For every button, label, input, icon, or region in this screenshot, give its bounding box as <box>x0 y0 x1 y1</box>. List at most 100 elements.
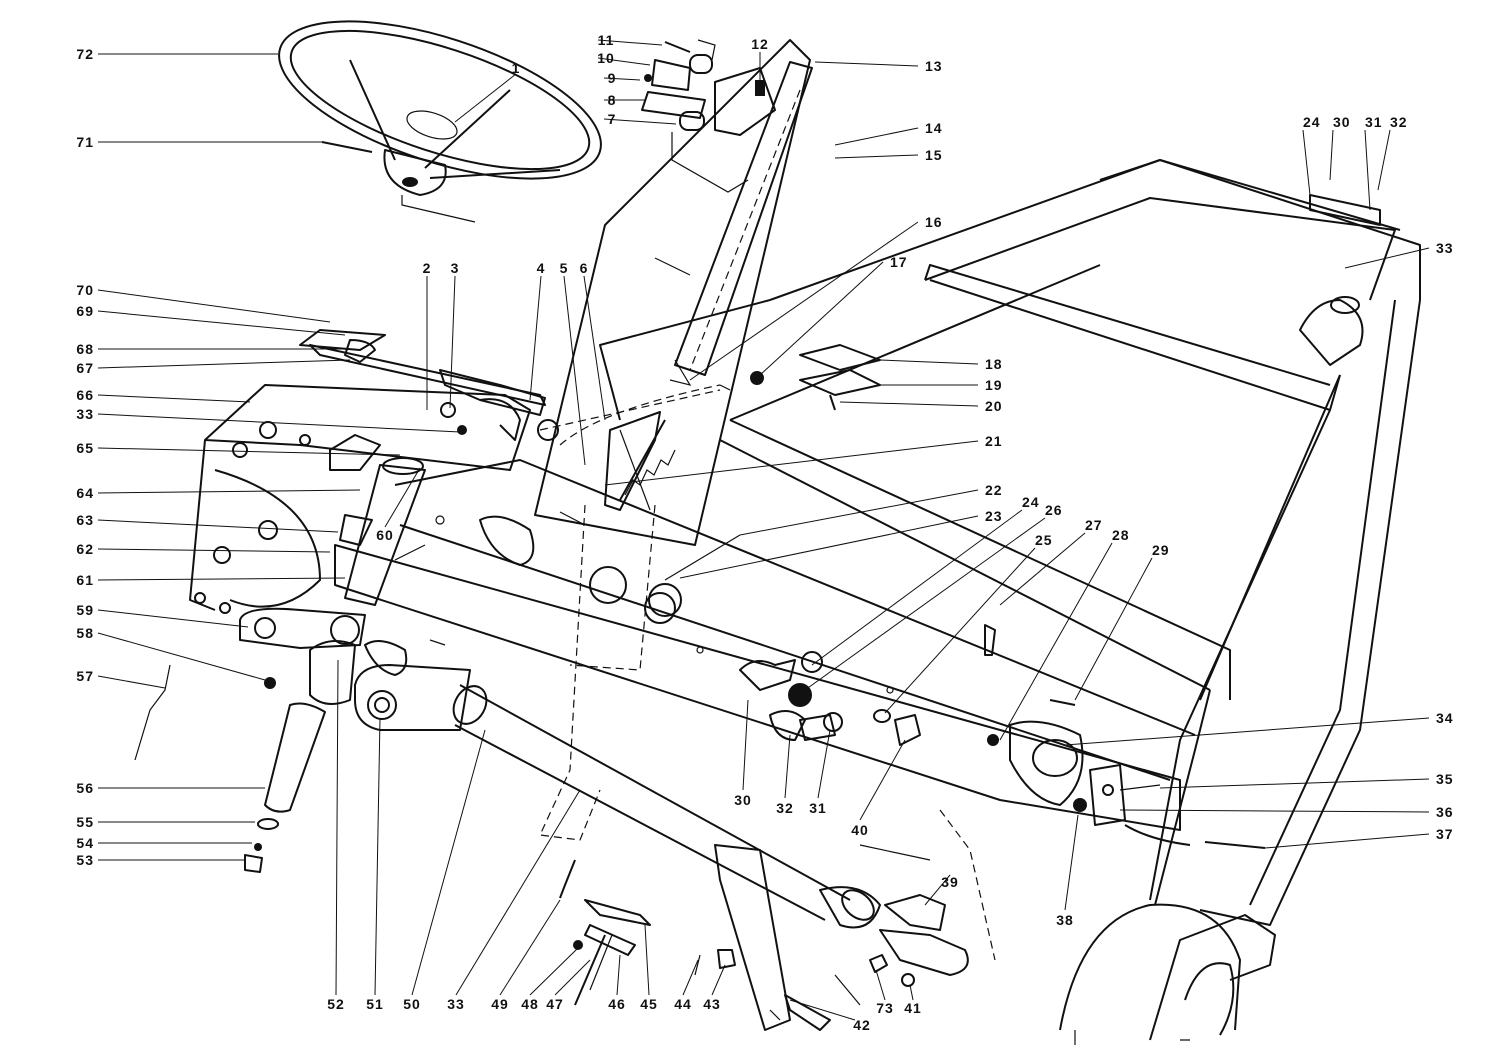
leader-line-58 <box>97 632 266 681</box>
callout-71: 71 <box>76 134 94 150</box>
callout-31: 31 <box>1365 114 1383 130</box>
callout-69: 69 <box>76 303 94 319</box>
leader-line <box>529 275 542 401</box>
callout-48: 48 <box>521 996 539 1012</box>
callout-58: 58 <box>76 625 94 641</box>
callout-22: 22 <box>985 482 1003 498</box>
callout-36: 36 <box>1436 804 1454 820</box>
callout-44: 44 <box>674 996 692 1012</box>
throttle-lever <box>750 344 881 411</box>
leader-line-65 <box>97 447 401 456</box>
leader-line <box>1344 247 1430 269</box>
callout-30: 30 <box>734 792 752 808</box>
leader-line <box>616 954 621 996</box>
callout-4: 4 <box>537 260 546 276</box>
leader-line <box>454 73 517 123</box>
leader-line <box>859 739 906 821</box>
leader-line <box>583 275 606 421</box>
leader-line <box>335 659 339 996</box>
callout-19: 19 <box>985 377 1003 393</box>
callout-59: 59 <box>76 602 94 618</box>
callout-32: 32 <box>1390 114 1408 130</box>
spindle-post <box>339 457 426 606</box>
callout-68: 68 <box>76 341 94 357</box>
callout-17: 17 <box>890 254 908 270</box>
leader-line <box>603 77 641 81</box>
callout-labels: 7271706968676633656463626159585756555453… <box>76 32 1454 1033</box>
main-frame <box>599 159 1421 926</box>
callout-40: 40 <box>851 822 869 838</box>
callout-43: 43 <box>703 996 721 1012</box>
leader-line <box>999 542 1113 741</box>
callout-37: 37 <box>1436 826 1454 842</box>
leader-line <box>789 999 856 1021</box>
rear-wheel-hub <box>1059 903 1276 1045</box>
callout-67: 67 <box>76 360 94 376</box>
callout-39: 39 <box>941 874 959 890</box>
leader-line <box>1064 814 1079 911</box>
leader-line <box>1074 557 1153 701</box>
callout-53: 53 <box>76 852 94 868</box>
callout-33: 33 <box>1436 240 1454 256</box>
leader-line-70 <box>97 289 331 323</box>
leader-line <box>999 532 1086 606</box>
leader-line <box>839 401 979 407</box>
callout-20: 20 <box>985 398 1003 414</box>
callout-66: 66 <box>76 387 94 403</box>
callout-30: 30 <box>1333 114 1351 130</box>
leader-line <box>679 515 979 579</box>
callout-63: 63 <box>76 512 94 528</box>
leader-line <box>1064 717 1430 746</box>
callout-23: 23 <box>985 508 1003 524</box>
leader-line <box>603 118 677 125</box>
callout-26: 26 <box>1045 502 1063 518</box>
leader-line <box>759 261 884 376</box>
leader-line <box>814 61 919 67</box>
leader-line <box>739 489 979 536</box>
leader-line <box>909 984 914 1001</box>
callout-73: 73 <box>876 1000 894 1016</box>
leader-line <box>1329 129 1334 181</box>
leader-line-59 <box>97 609 249 628</box>
leader-line <box>455 789 581 996</box>
leader-line <box>834 154 919 159</box>
leader-line <box>529 947 579 996</box>
steering-wheel <box>278 20 602 223</box>
leader-line <box>1159 778 1430 789</box>
callout-45: 45 <box>640 996 658 1012</box>
callout-14: 14 <box>925 120 943 136</box>
clutch-pedal <box>299 329 559 441</box>
leader-line <box>644 924 650 996</box>
callout-50: 50 <box>403 996 421 1012</box>
callout-2: 2 <box>423 260 432 276</box>
callout-27: 27 <box>1085 517 1103 533</box>
return-spring <box>539 384 741 841</box>
leader-line <box>817 729 831 799</box>
callout-61: 61 <box>76 572 94 588</box>
leader-line <box>682 959 699 996</box>
leader-line-69 <box>97 310 346 336</box>
callout-10: 10 <box>597 50 615 66</box>
leader-line <box>1264 833 1430 849</box>
wheel-pin <box>321 141 373 153</box>
callout-72: 72 <box>76 46 94 62</box>
leader-line <box>374 717 381 996</box>
callout-1: 1 <box>512 60 521 76</box>
callout-54: 54 <box>76 835 94 851</box>
callout-6: 6 <box>580 260 589 276</box>
callout-8: 8 <box>608 92 617 108</box>
callout-46: 46 <box>608 996 626 1012</box>
leader-line <box>784 734 791 799</box>
callout-35: 35 <box>1436 771 1454 787</box>
callout-31: 31 <box>809 800 827 816</box>
leader-line <box>1364 129 1371 211</box>
callout-51: 51 <box>366 996 384 1012</box>
callout-64: 64 <box>76 485 94 501</box>
callout-9: 9 <box>608 70 617 86</box>
leader-line <box>597 57 651 66</box>
callout-57: 57 <box>76 668 94 684</box>
callout-62: 62 <box>76 541 94 557</box>
leader-line <box>554 959 591 996</box>
leader-line <box>742 699 749 791</box>
leader-line <box>449 275 456 409</box>
